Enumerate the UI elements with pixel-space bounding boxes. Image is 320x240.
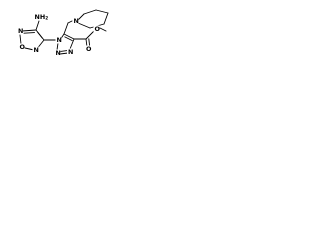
bond-o-n bbox=[19, 34, 22, 45]
ester-oxygen-label: O bbox=[95, 25, 101, 33]
bond-pip-c2-c3 bbox=[83, 9, 97, 15]
triazole-n2-mask bbox=[54, 49, 61, 57]
bond-n3-n2-double bbox=[60, 50, 68, 52]
bond-n2-n1 bbox=[56, 42, 59, 51]
furazan-o-mask bbox=[18, 43, 25, 51]
bond-c3-c4-double bbox=[37, 31, 43, 39]
amine-label: NH2 bbox=[35, 13, 49, 21]
furazan-nitrogen-right-label: N bbox=[34, 46, 39, 54]
bond-carbonyl-c-ester-o bbox=[85, 30, 95, 40]
bond-c5-ch2 bbox=[63, 22, 69, 35]
furazan-n-left-mask bbox=[17, 27, 23, 35]
ester-o-mask bbox=[93, 25, 100, 33]
triazole-n3-mask bbox=[67, 48, 73, 56]
triazole-nitrogen-3-label: N bbox=[68, 48, 73, 56]
triazole-nitrogen-2-label: N bbox=[56, 49, 61, 57]
triazole-nitrogen-1-label: N bbox=[57, 36, 62, 44]
amine-label-prefix: NH bbox=[35, 13, 46, 21]
bond-nh2-c3 bbox=[35, 20, 40, 31]
bond-n-c3 bbox=[21, 29, 37, 32]
bond-c5-c4-double bbox=[64, 36, 73, 42]
carbonyl-o-mask bbox=[85, 45, 91, 53]
furazan-oxygen-label: O bbox=[20, 43, 26, 51]
piperidine-n-mask bbox=[72, 17, 79, 25]
amine-label-subscript: 2 bbox=[45, 16, 48, 21]
furazan-nitrogen-left-label: N bbox=[18, 27, 23, 35]
bond-layer bbox=[19, 9, 109, 55]
bond-carbonyl-c-o-double bbox=[88, 38, 91, 47]
bond-pip-c6-n bbox=[77, 22, 91, 29]
amine-label-mask bbox=[33, 12, 47, 21]
bond-c5-c4 bbox=[63, 33, 75, 40]
bond-c4-n3 bbox=[69, 38, 75, 50]
triazole-n1-mask bbox=[55, 36, 62, 44]
bond-ch2-piperidine-n bbox=[67, 20, 73, 24]
bond-pip-c4-c5 bbox=[103, 12, 109, 25]
label-masks bbox=[17, 12, 100, 57]
bond-n3-n2 bbox=[59, 52, 69, 55]
furazan-n-right-mask bbox=[32, 46, 39, 54]
piperidine-nitrogen-label: N bbox=[74, 17, 79, 25]
bond-pip-c3-c4 bbox=[95, 9, 109, 14]
atom-label-layer: NH2 N O N N N N N O O bbox=[18, 13, 101, 57]
bond-n-c3-double bbox=[23, 32, 35, 34]
carbonyl-oxygen-label: O bbox=[86, 45, 92, 53]
chemical-structure-diagram: NH2 N O N N N N N O O bbox=[17, 9, 109, 57]
bond-pip-n-c2 bbox=[77, 13, 85, 21]
